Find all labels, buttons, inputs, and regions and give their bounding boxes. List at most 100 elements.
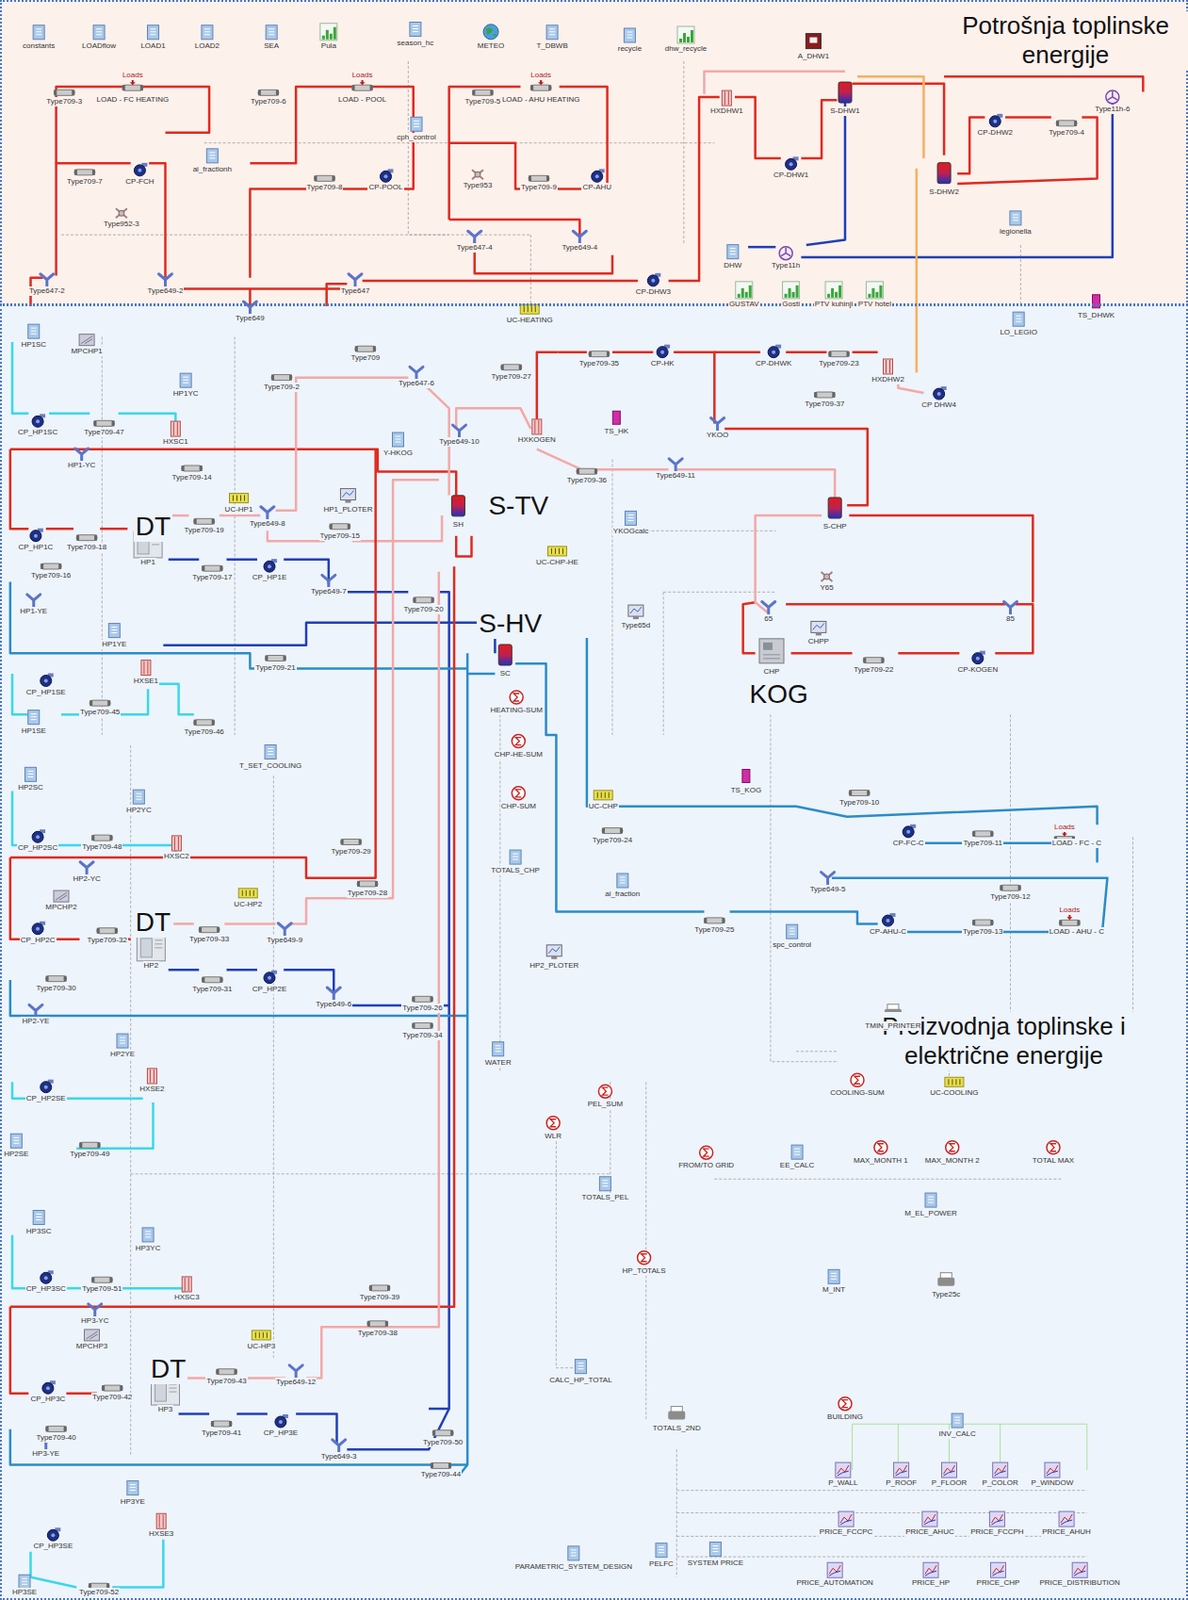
component-icon — [623, 28, 635, 43]
component-icon — [320, 23, 338, 41]
pipe-line — [459, 652, 469, 1475]
component-label: Type709-28 — [346, 888, 389, 898]
component-label: HP1YC — [172, 389, 200, 399]
component-label: CP_HP3C — [29, 1394, 66, 1404]
component-label: Loads — [529, 70, 553, 81]
component-icon — [28, 710, 40, 725]
component-icon — [511, 786, 525, 800]
region-title: Potrošnja toplinske energije — [939, 11, 1188, 70]
component-icon — [392, 432, 405, 447]
component-icon — [501, 364, 522, 371]
component-icon — [355, 345, 376, 352]
pipe-line — [99, 527, 128, 531]
component-icon — [53, 89, 75, 96]
pipe-line — [224, 922, 276, 926]
component-label: CP_HP3E — [262, 1428, 299, 1438]
component-icon — [159, 274, 173, 287]
pipe-line — [755, 515, 822, 613]
component-icon — [785, 156, 799, 170]
component-label: CHP-SUM — [500, 801, 538, 812]
component-icon — [759, 638, 784, 664]
pipe-line — [10, 449, 456, 496]
pipe-line — [449, 86, 521, 220]
component-icon — [80, 862, 94, 875]
component-icon — [825, 281, 843, 299]
pipe-line — [555, 1117, 577, 1368]
component-label: 65 — [763, 614, 774, 624]
component-label: Type709-23 — [817, 358, 860, 369]
component-label: PRICE_FCCPC — [818, 1527, 874, 1537]
component-icon — [260, 506, 275, 520]
component-label: Loads — [121, 70, 145, 81]
component-icon — [786, 924, 798, 939]
component-label: TOTALS_CHP — [489, 865, 541, 876]
component-icon — [617, 873, 629, 888]
component-icon — [933, 386, 947, 400]
pipe-line — [362, 279, 639, 283]
component-label: Type709-10 — [838, 797, 880, 808]
component-icon — [483, 24, 499, 40]
component-icon — [194, 518, 215, 524]
pipe-line — [957, 117, 985, 175]
component-icon — [412, 995, 434, 1002]
component-label: CP_HP2C — [19, 935, 57, 945]
component-icon — [79, 1141, 100, 1148]
component-label: spc_control — [771, 940, 813, 950]
component-icon — [767, 344, 782, 359]
component-label: Type649-8 — [248, 519, 287, 529]
pipe-line — [455, 536, 472, 557]
component-icon — [546, 944, 562, 960]
component-label: Type649-5 — [809, 884, 847, 895]
component-icon — [568, 1546, 580, 1561]
pipe-line — [537, 352, 559, 429]
component-label: HP2SE — [2, 1149, 30, 1159]
component-icon — [471, 89, 493, 96]
component-icon — [1058, 1511, 1075, 1527]
component-icon — [97, 927, 118, 934]
component-label: LOAD - AHU HEATING — [501, 95, 582, 105]
component-label: Type709-2 — [262, 382, 301, 392]
component-label: Y65 — [818, 583, 834, 593]
pipe-line — [10, 857, 30, 940]
component-icon — [357, 880, 378, 887]
pipe-line — [663, 591, 776, 593]
pipe-line — [474, 240, 613, 275]
component-icon — [821, 571, 833, 582]
component-icon — [1044, 1462, 1060, 1478]
component-label: WATER — [484, 1057, 513, 1068]
component-icon — [40, 673, 54, 687]
component-icon — [992, 1462, 1009, 1478]
component-icon — [727, 244, 739, 260]
component-icon — [811, 620, 827, 635]
component-label: UC-HP2 — [232, 899, 263, 910]
component-icon — [258, 89, 279, 96]
component-label: Type709-29 — [330, 846, 373, 857]
pipe-line — [306, 571, 440, 1379]
pipe-line — [295, 1413, 337, 1445]
component-label: HP1_PLOTER — [322, 504, 374, 515]
component-label: Pula — [320, 41, 338, 51]
component-label: YKOO — [705, 430, 730, 440]
component-label: Loads — [1053, 822, 1076, 832]
component-icon — [409, 22, 422, 37]
component-label: CP_HP2SE — [25, 1093, 67, 1104]
component-icon — [198, 927, 220, 933]
component-label: Type647-6 — [397, 378, 436, 389]
component-icon — [647, 273, 661, 287]
component-icon — [1000, 884, 1022, 891]
component-label: TOTAL MAX — [1031, 1155, 1075, 1166]
pipe-line — [915, 168, 919, 374]
component-label: constants — [21, 41, 56, 51]
component-label: UC-COOLING — [928, 1088, 979, 1098]
pipe-line — [352, 515, 442, 541]
component-icon — [32, 413, 46, 427]
pipe-line — [675, 469, 835, 510]
area-tag: S-HV — [476, 608, 544, 639]
pipe-line — [12, 791, 29, 846]
pipe-line — [449, 219, 581, 241]
component-label: legionella — [998, 227, 1033, 237]
component-label: HXSE2 — [138, 1084, 165, 1094]
component-icon — [18, 1574, 31, 1589]
component-icon — [451, 495, 465, 517]
component-icon — [922, 1511, 938, 1527]
